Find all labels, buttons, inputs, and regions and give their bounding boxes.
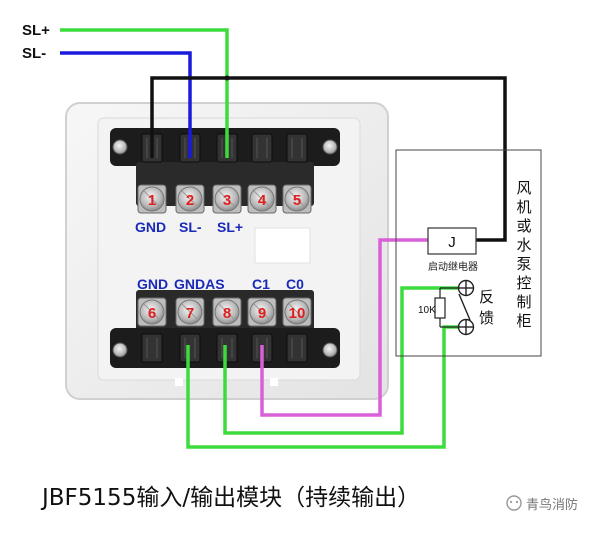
label-top-sl-plus: SL+ xyxy=(217,219,243,235)
wire-sl-plus xyxy=(60,28,229,158)
wire-junction xyxy=(224,75,230,81)
resistor-label: 10K xyxy=(418,305,436,316)
cabinet-title-char: 风 xyxy=(516,179,531,197)
watermark: 青鸟消防 xyxy=(506,495,578,513)
relay-symbol: J xyxy=(448,234,456,251)
mounting-screw xyxy=(322,342,338,358)
module-window xyxy=(254,227,311,264)
terminal-number: 6 xyxy=(148,305,156,322)
terminal-3: 3 xyxy=(212,184,242,214)
terminal-number: 7 xyxy=(186,305,194,322)
terminal-8: 8 xyxy=(212,297,242,327)
terminal-number: 4 xyxy=(258,192,267,209)
label-bottom-gndas: GNDAS xyxy=(174,276,225,292)
feedback-contact xyxy=(458,293,471,321)
label-bottom-c0: C0 xyxy=(286,276,304,292)
cabinet-title-char: 或 xyxy=(516,217,531,235)
wire-gnd xyxy=(150,76,507,242)
terminal-number: 8 xyxy=(223,305,231,322)
label-bottom-gnd: GND xyxy=(137,276,168,292)
cabinet-outline xyxy=(395,149,542,357)
feedback-char-2: 馈 xyxy=(479,309,494,327)
mounting-screw xyxy=(112,342,128,358)
bus-label-sl-minus: SL- xyxy=(22,45,46,62)
terminal-number: 5 xyxy=(293,192,301,209)
label-bottom-c1: C1 xyxy=(252,276,270,292)
cabinet-title-char: 柜 xyxy=(516,312,531,330)
label-top-gnd: GND xyxy=(135,219,166,235)
mounting-screw xyxy=(112,139,128,155)
terminal-9: 9 xyxy=(247,297,277,327)
terminal-4: 4 xyxy=(247,184,277,214)
terminal-5: 5 xyxy=(282,184,312,214)
cabinet-title-char: 泵 xyxy=(516,255,531,273)
relay-box xyxy=(427,227,477,255)
resistor-symbol xyxy=(434,297,446,319)
terminal-1: 1 xyxy=(137,184,167,214)
terminal-number: 2 xyxy=(186,192,194,209)
wire-sl-minus xyxy=(60,51,192,158)
terminal-number: 9 xyxy=(258,305,266,322)
relay-label: 启动继电器 xyxy=(428,260,478,273)
terminal-2: 2 xyxy=(175,184,205,214)
diagram-caption: JBF5155输入/输出模块（持续输出） xyxy=(40,485,420,511)
cabinet-title-char: 水 xyxy=(516,236,531,254)
cabinet-title-char: 控 xyxy=(516,274,531,292)
terminal-number: 3 xyxy=(223,192,231,209)
terminal-10: 10 xyxy=(282,297,312,327)
bus-label-sl-plus: SL+ xyxy=(22,22,50,39)
wechat-icon xyxy=(506,495,522,511)
mounting-screw xyxy=(322,139,338,155)
feedback-char-1: 反 xyxy=(479,288,494,306)
terminal-number: 10 xyxy=(289,305,306,322)
terminal-7: 7 xyxy=(175,297,205,327)
wire-feedback-c0 xyxy=(223,286,459,435)
cabinet-title-char: 机 xyxy=(516,198,531,216)
terminal-number: 1 xyxy=(148,192,156,209)
cabinet-title-char: 制 xyxy=(516,293,531,311)
terminal-6: 6 xyxy=(137,297,167,327)
watermark-text: 青鸟消防 xyxy=(526,497,578,513)
feedback-terminal-upper xyxy=(457,279,475,297)
label-top-sl-minus: SL- xyxy=(179,219,202,235)
feedback-terminal-lower xyxy=(457,318,475,336)
